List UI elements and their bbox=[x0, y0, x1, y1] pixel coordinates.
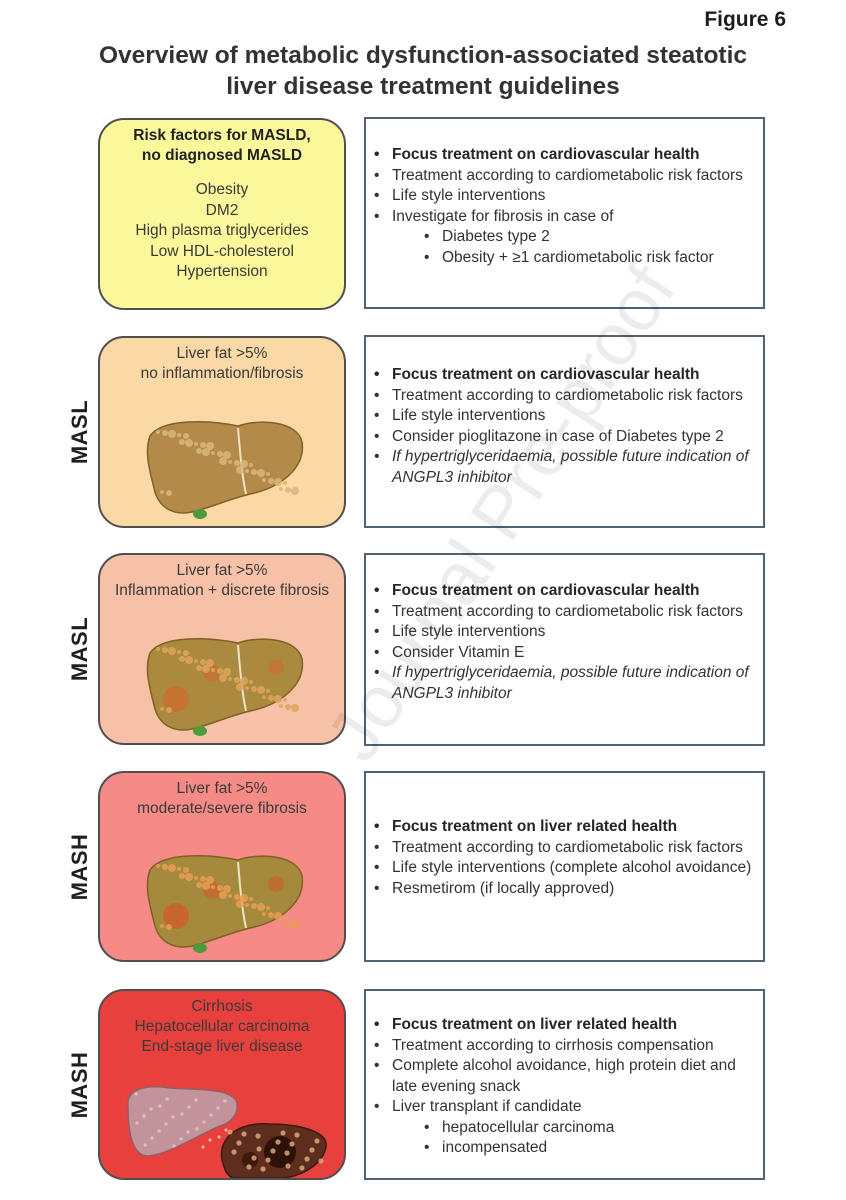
title-line-1: Overview of metabolic dysfunction-associ… bbox=[40, 40, 806, 71]
risk-factor: High plasma triglycerides bbox=[100, 221, 344, 242]
treatment-item: Life style interventions (complete alcoh… bbox=[366, 858, 757, 879]
stage-box: Liver fat >5%Inflammation + discrete fib… bbox=[98, 553, 346, 745]
treatment-item: Investigate for fibrosis in case of bbox=[366, 207, 757, 228]
treatment-list: Focus treatment on cardiovascular health… bbox=[366, 581, 757, 704]
stage-side-label: MASH bbox=[66, 989, 94, 1180]
page-title: Overview of metabolic dysfunction-associ… bbox=[40, 40, 806, 102]
treatment-subitem: Diabetes type 2 bbox=[366, 227, 757, 248]
treatment-panel: Focus treatment on liver related healthT… bbox=[364, 771, 765, 962]
treatment-subitem: hepatocellular carcinoma bbox=[366, 1118, 757, 1139]
treatment-item: Treatment according to cardiometabolic r… bbox=[366, 386, 757, 407]
risk-factor: Low HDL-cholesterol bbox=[100, 242, 344, 263]
treatment-item: If hypertriglyceridaemia, possible futur… bbox=[366, 447, 757, 488]
treatment-item: Consider pioglitazone in case of Diabete… bbox=[366, 427, 757, 448]
treatment-panel: Focus treatment on cardiovascular health… bbox=[364, 553, 765, 746]
treatment-item: Treatment according to cardiometabolic r… bbox=[366, 166, 757, 187]
treatment-item: Focus treatment on liver related health bbox=[366, 817, 757, 838]
treatment-panel: Focus treatment on cardiovascular health… bbox=[364, 335, 765, 528]
treatment-item: Life style interventions bbox=[366, 406, 757, 427]
treatment-item: Focus treatment on cardiovascular health bbox=[366, 365, 757, 386]
risk-factor: Hypertension bbox=[100, 262, 344, 283]
treatment-subitem: Obesity + ≥1 cardiometabolic risk factor bbox=[366, 248, 757, 269]
treatment-item: Life style interventions bbox=[366, 186, 757, 207]
treatment-panel: Focus treatment on liver related healthT… bbox=[364, 989, 765, 1180]
treatment-list: Focus treatment on liver related healthT… bbox=[366, 817, 757, 899]
cirrhotic-liver-icon bbox=[100, 1028, 344, 1178]
risk-factor: DM2 bbox=[100, 201, 344, 222]
treatment-item: Liver transplant if candidate bbox=[366, 1097, 757, 1118]
treatment-item: Consider Vitamin E bbox=[366, 643, 757, 664]
steatotic-liver-icon bbox=[100, 376, 344, 526]
stage-side-label: MASH bbox=[66, 771, 94, 962]
treatment-item: If hypertriglyceridaemia, possible futur… bbox=[366, 663, 757, 704]
stage-side-label-text: MASL bbox=[67, 400, 93, 464]
treatment-list: Focus treatment on cardiovascular health… bbox=[366, 365, 757, 488]
stage-heading-line: no diagnosed MASLD bbox=[100, 146, 344, 166]
treatment-item: Treatment according to cardiometabolic r… bbox=[366, 602, 757, 623]
figure-label: Figure 6 bbox=[704, 8, 786, 32]
stage-box: Risk factors for MASLD,no diagnosed MASL… bbox=[98, 118, 346, 310]
stage-box: Liver fat >5%moderate/severe fibrosis bbox=[98, 771, 346, 962]
stage-heading-line: Liver fat >5% bbox=[100, 344, 344, 364]
fibrotic-liver-icon bbox=[100, 810, 344, 960]
stage-box: Liver fat >5%no inflammation/fibrosis bbox=[98, 336, 346, 528]
stage-heading-line: Liver fat >5% bbox=[100, 561, 344, 581]
stage-side-label-text: MASL bbox=[67, 617, 93, 681]
stage-side-label: MASL bbox=[66, 553, 94, 745]
treatment-list: Focus treatment on liver related healthT… bbox=[366, 1015, 757, 1159]
treatment-item: Treatment according to cirrhosis compens… bbox=[366, 1036, 757, 1057]
treatment-item: Resmetirom (if locally approved) bbox=[366, 879, 757, 900]
treatment-item: Complete alcohol avoidance, high protein… bbox=[366, 1056, 757, 1097]
treatment-panel: Focus treatment on cardiovascular health… bbox=[364, 117, 765, 309]
treatment-item: Treatment according to cardiometabolic r… bbox=[366, 838, 757, 859]
treatment-item: Focus treatment on liver related health bbox=[366, 1015, 757, 1036]
stage-heading-line: Cirrhosis bbox=[100, 997, 344, 1017]
treatment-subitem: incompensated bbox=[366, 1138, 757, 1159]
stage-heading-line: Liver fat >5% bbox=[100, 779, 344, 799]
inflamed-liver-icon bbox=[100, 593, 344, 743]
stage-side-label-text: MASH bbox=[67, 833, 93, 900]
treatment-list: Focus treatment on cardiovascular health… bbox=[366, 145, 757, 268]
stage-side-label-text: MASH bbox=[67, 1051, 93, 1118]
title-line-2: liver disease treatment guidelines bbox=[40, 71, 806, 102]
stage-side-label: MASL bbox=[66, 336, 94, 528]
stage-heading-line: Risk factors for MASLD, bbox=[100, 126, 344, 146]
risk-factor: Obesity bbox=[100, 180, 344, 201]
treatment-item: Life style interventions bbox=[366, 622, 757, 643]
treatment-item: Focus treatment on cardiovascular health bbox=[366, 145, 757, 166]
treatment-item: Focus treatment on cardiovascular health bbox=[366, 581, 757, 602]
stage-heading: Risk factors for MASLD,no diagnosed MASL… bbox=[100, 120, 344, 166]
